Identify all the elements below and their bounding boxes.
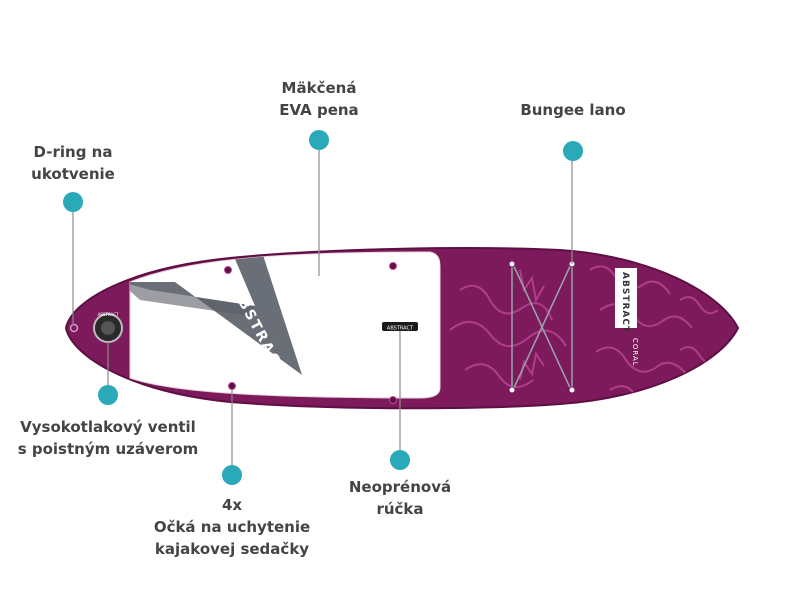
bungee-anchor [508,260,516,268]
callout-dot-handle [390,450,410,470]
callout-dring-line1: D-ring na [33,143,113,161]
model-print: CORAL [631,338,639,367]
callout-handle-line1: Neoprénová [348,478,452,496]
callout-foam: Mäkčená EVA pena [259,77,379,121]
brand-tag-right [615,268,637,328]
carry-handle [382,322,418,331]
callout-dot-foam [309,130,329,150]
bungee-anchor [568,386,576,394]
d-ring [69,323,79,333]
callout-bungee-line1: Bungee lano [520,101,626,119]
callout-foam-line1: Mäkčená [281,79,357,97]
deck-stripe [130,252,302,375]
callout-dring: D-ring na ukotvenie [13,141,133,185]
callout-dot-bungee [563,141,583,161]
callout-valve-line2: s poistným uzáverom [17,440,199,458]
callout-dring-line2: ukotvenie [31,165,115,183]
callout-eyelets-line3: kajakovej sedačky [154,540,310,558]
valve-cap [101,321,115,335]
callout-foam-line2: EVA pena [279,101,359,119]
kayak-eyelet [224,266,232,274]
handle-print: ABSTRACT [387,326,414,332]
callout-handle-line2: rúčka [376,500,424,518]
valve-print: ABSTRACT [98,312,119,317]
callout-valve-line1: Vysokotlakový ventil [20,418,196,436]
kayak-eyelet [389,262,397,270]
callout-dot-valve [98,385,118,405]
brand-print-right: ABSTRACT [620,272,630,333]
callout-eyelets: 4x Očká na uchytenie kajakovej sedačky [142,494,322,560]
callout-bungee: Bungee lano [503,99,643,121]
callout-dot-dring [63,192,83,212]
bungee-anchor [508,386,516,394]
kayak-eyelet [228,382,236,390]
callout-eyelets-line1: 4x [221,496,243,514]
bungee-cord [511,261,573,393]
kayak-eyelet [389,396,397,404]
callout-handle: Neoprénová rúčka [340,476,460,520]
callout-valve: Vysokotlakový ventil s poistným uzáverom [8,416,208,460]
callout-eyelets-line2: Očká na uchytenie [153,518,311,536]
deck-stripe-shadow [130,282,255,316]
callout-dot-eyelets [222,465,242,485]
